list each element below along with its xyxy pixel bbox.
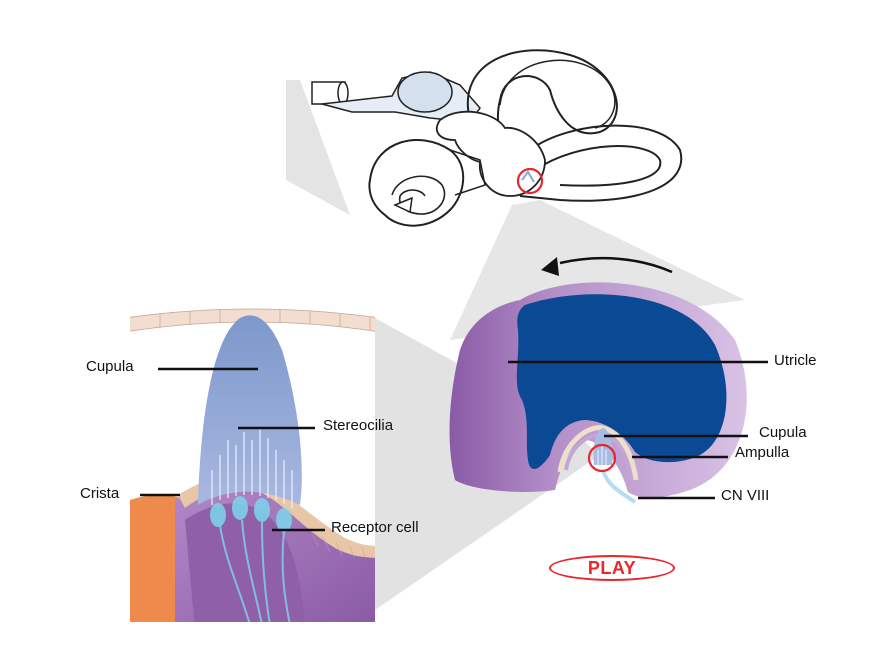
label-cn-viii: CN VIII xyxy=(721,487,770,504)
ampulla-cross-section xyxy=(449,282,747,504)
highlight-circle-top xyxy=(516,167,544,195)
utricle-fill xyxy=(516,294,727,470)
rotation-arrow xyxy=(541,256,673,276)
leader-lines xyxy=(140,360,768,532)
label-cupula-left: Cupula xyxy=(86,358,134,375)
label-ampulla: Ampulla xyxy=(735,444,790,461)
label-cupula-right: Cupula xyxy=(759,424,807,441)
label-receptor-cell: Receptor cell xyxy=(331,519,419,536)
label-stereocilia: Stereocilia xyxy=(323,417,394,434)
crista-magnified-view xyxy=(130,300,375,622)
highlight-circle-ampulla xyxy=(587,443,617,473)
play-button[interactable]: PLAY xyxy=(549,555,675,581)
label-crista: Crista xyxy=(80,485,120,502)
label-utricle: Utricle xyxy=(774,352,817,369)
play-button-label: PLAY xyxy=(587,557,637,578)
inner-ear-labyrinth xyxy=(311,49,683,227)
